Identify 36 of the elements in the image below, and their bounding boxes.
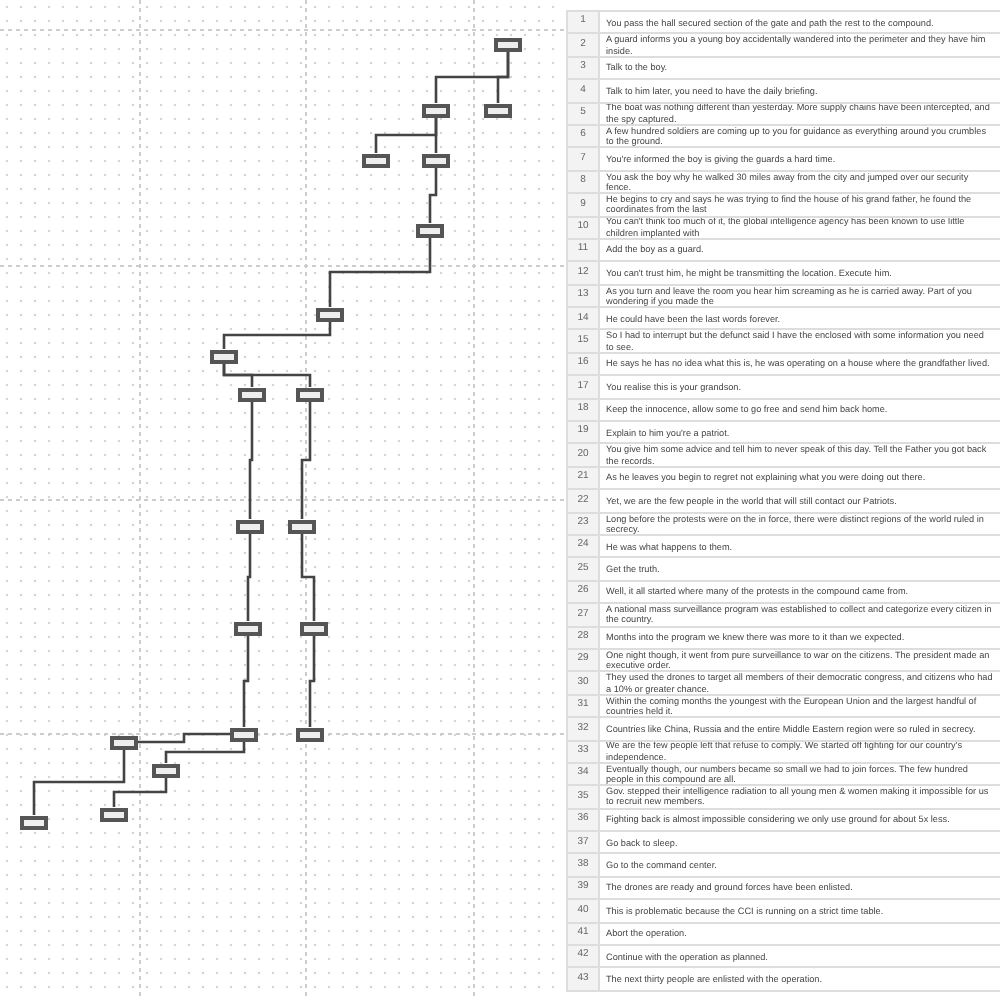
process-box [416,223,444,237]
connector-line [242,635,250,727]
process-box [20,815,48,829]
connector-line [164,741,246,763]
process-box [238,387,266,401]
connector-line [428,167,438,223]
connector-line [32,749,126,815]
process-box [288,519,316,533]
connector-line [434,117,438,153]
process-box [234,621,262,635]
process-box [422,153,450,167]
connector-line [248,401,254,519]
process-box [152,763,180,777]
process-box [494,37,522,51]
connector-line [112,777,168,807]
process-box [362,153,390,167]
process-box [296,387,324,401]
process-box [300,621,328,635]
connector-line [222,321,332,349]
process-box [296,727,324,741]
connector-line [138,732,230,744]
connector-line [246,533,252,621]
connector-line [300,401,312,519]
process-box [110,735,138,749]
process-box [316,307,344,321]
process-box [230,727,258,741]
connector-line [222,363,312,387]
connector-line [300,533,316,621]
process-box [210,349,238,363]
connector-line [308,635,316,727]
connector-line [496,51,510,103]
process-box [100,807,128,821]
connector-line [328,237,432,307]
process-box [236,519,264,533]
process-box [484,103,512,117]
process-box [422,103,450,117]
